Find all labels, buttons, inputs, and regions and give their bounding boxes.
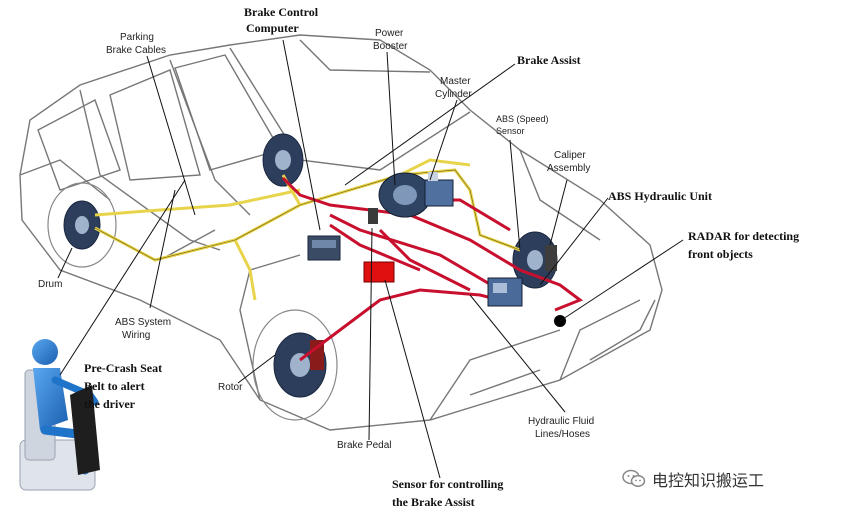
brake-control-computer-unit [307,235,341,261]
watermark-text: 电控知识搬运工 [652,471,765,490]
label-hydraulic-fluid-lines: Hydraulic Fluid Lines/Hoses [528,416,597,440]
label-abs-system-wiring: ABS System Wiring [115,317,174,341]
front-right-rotor [512,231,558,289]
label-abs-speed-sensor: ABS (Speed) Sensor [496,114,551,136]
label-rotor: Rotor [218,382,243,393]
label-brake-pedal: Brake Pedal [337,440,391,451]
label-brake-control-computer: Brake Control Computer [244,5,321,35]
rear-right-drum [262,133,304,187]
label-caliper-assembly: Caliper Assembly [547,150,590,174]
abs-system-wiring-lines [94,158,521,301]
label-brake-assist: Brake Assist [517,53,581,67]
label-master-cylinder: Master Cylinder [435,76,473,100]
label-parking-brake-cables: Parking Brake Cables [106,32,166,56]
front-left-rotor [252,309,338,421]
brake-assist-sensor [363,261,395,283]
wechat-icon [622,469,646,487]
label-pre-crash-seat-belt: Pre-Crash Seat Belt to alert the driver [84,361,165,411]
watermark: 电控知识搬运工 [622,464,764,494]
callout-leader-lines [57,39,684,479]
label-radar: RADAR for detecting front objects [688,229,802,261]
label-drum: Drum [38,279,62,290]
power-booster-unit [378,172,432,218]
label-sensor-brake-assist: Sensor for controlling the Brake Assist [392,477,506,509]
master-cylinder-unit [424,172,454,207]
pre-crash-driver-figure [19,339,100,491]
abs-hydraulic-unit-block [487,277,523,307]
brake-pedal-part [368,208,378,224]
car-body-outline [19,34,663,431]
label-power-booster: Power Booster [373,28,408,52]
label-abs-hydraulic-unit: ABS Hydraulic Unit [608,189,712,203]
rear-left-drum [47,182,117,268]
